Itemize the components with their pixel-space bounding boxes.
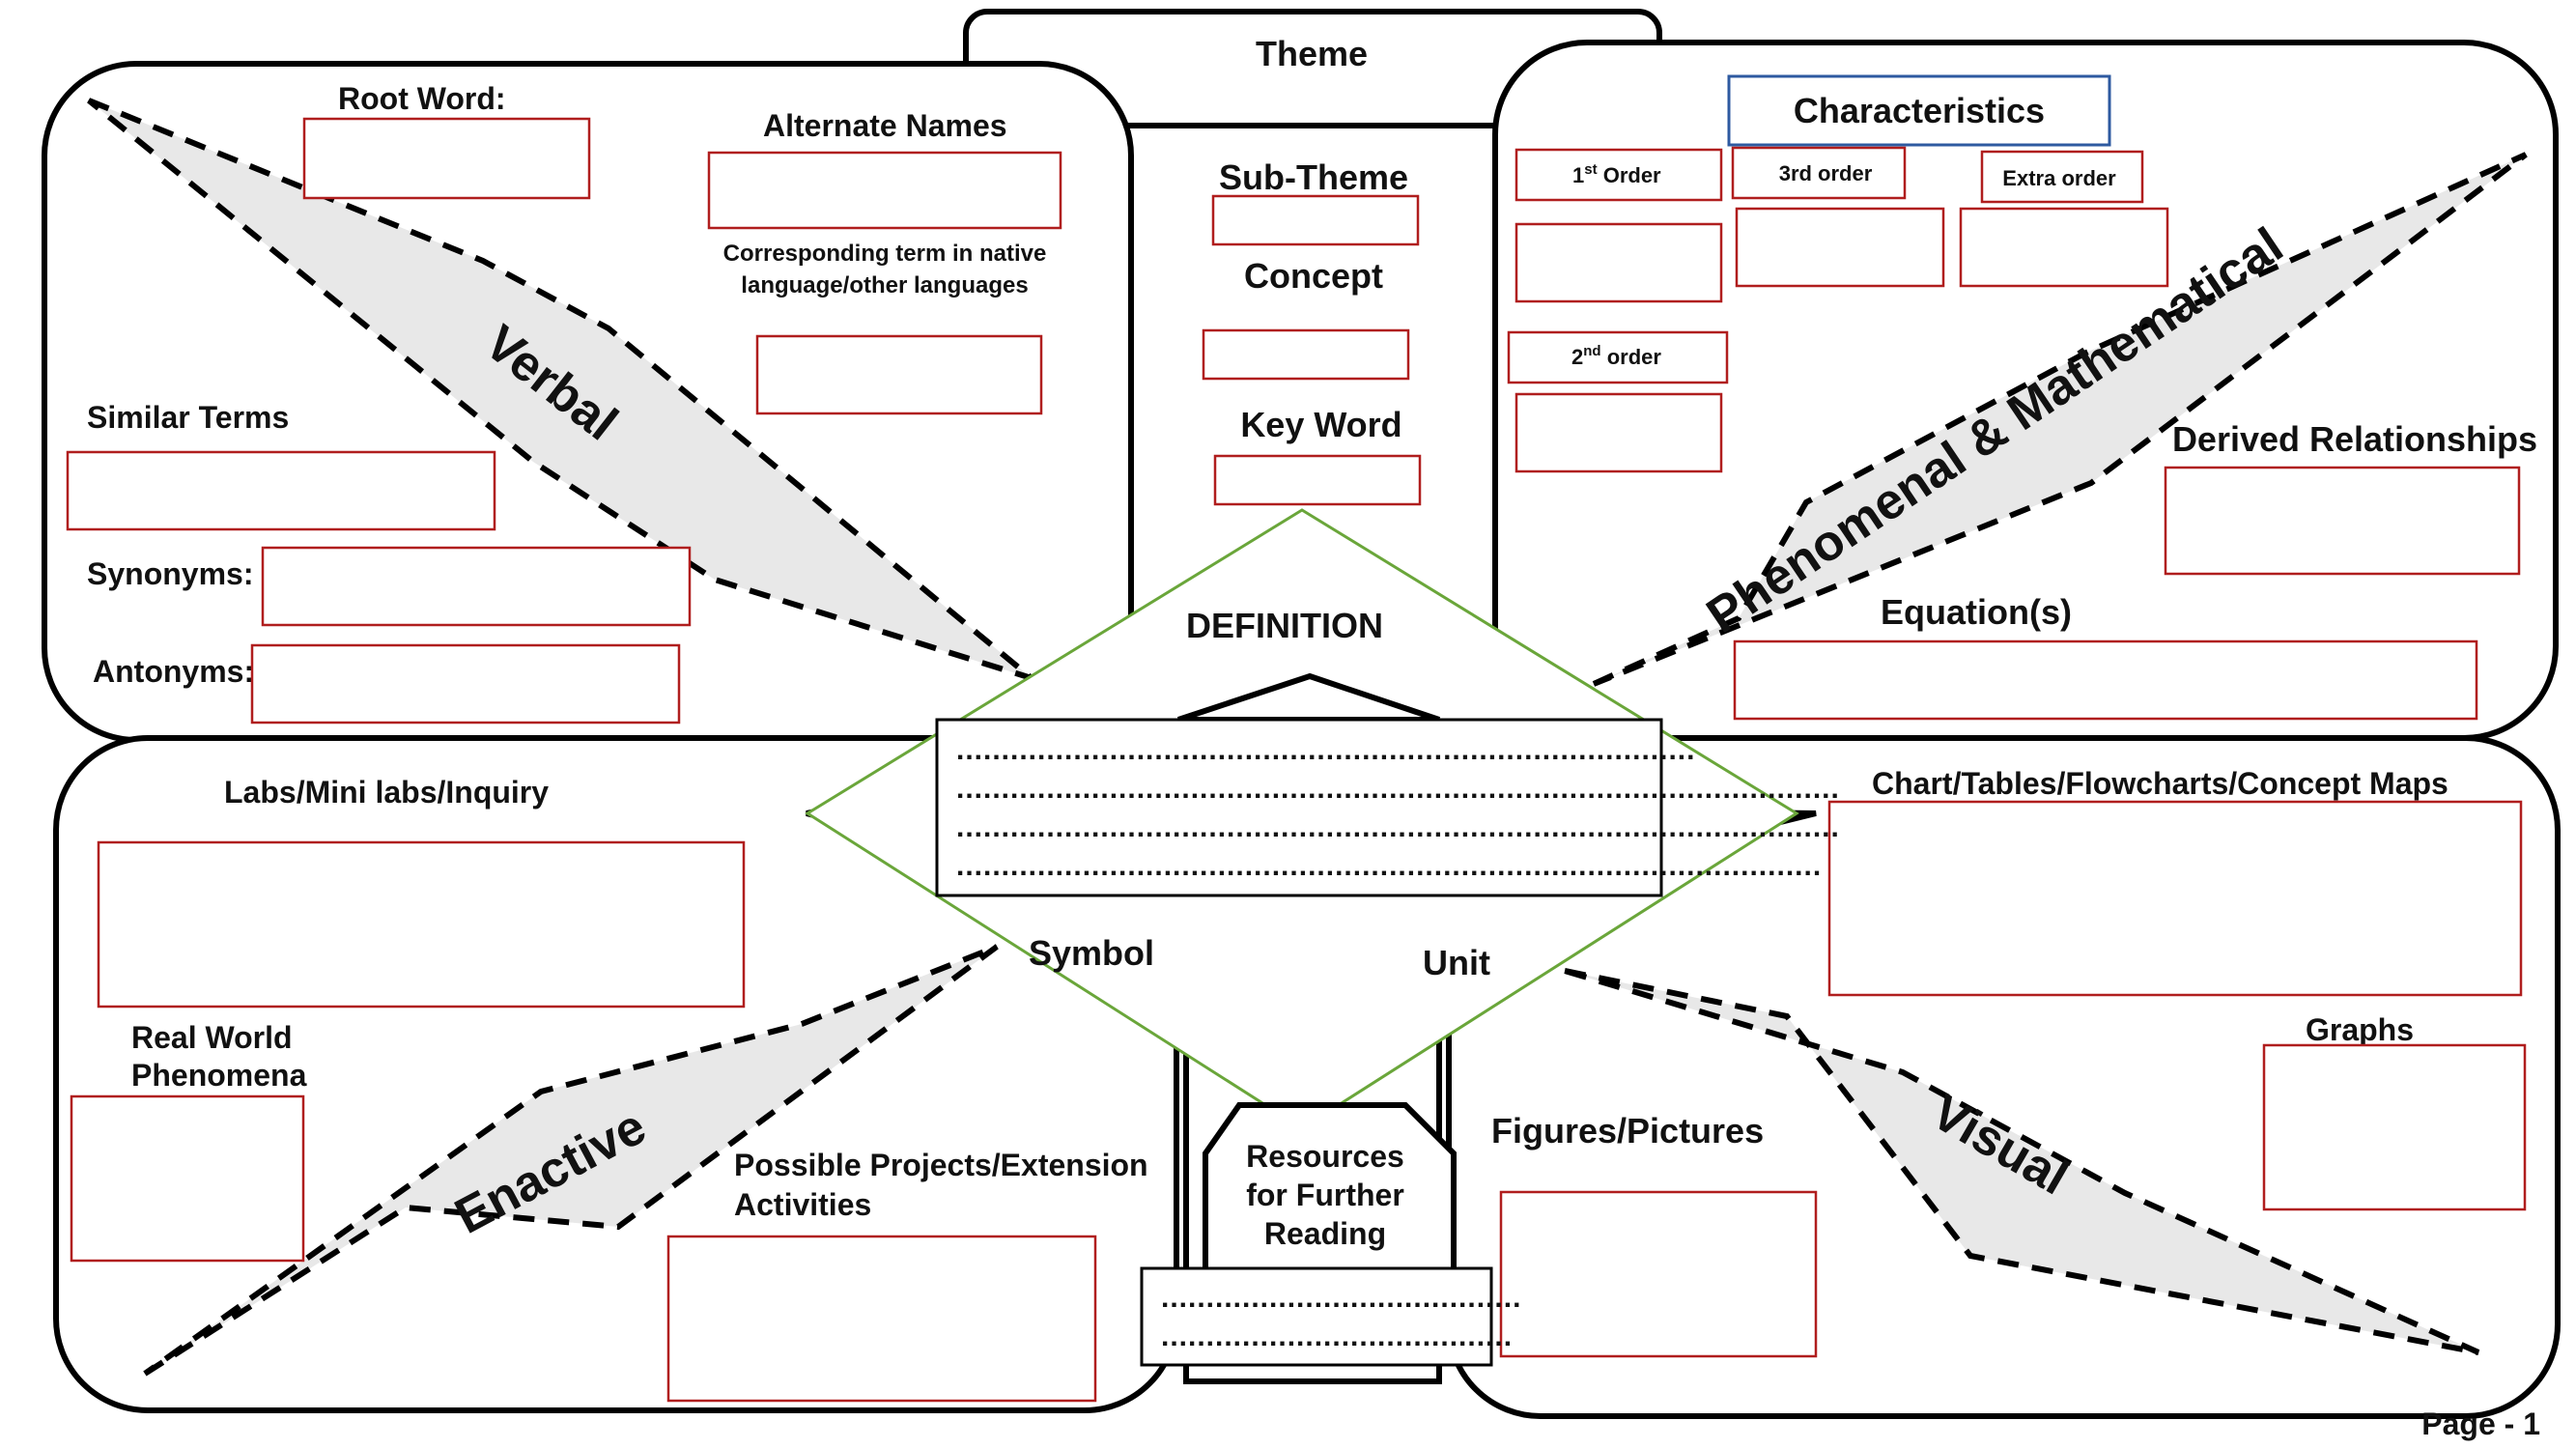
resources-label-1: Resources (1246, 1139, 1404, 1174)
third-order-field[interactable] (1735, 207, 1945, 288)
figures-field[interactable] (1499, 1190, 1818, 1358)
extra-order-tag (1980, 150, 2144, 204)
labs-label: Labs/Mini labs/Inquiry (224, 775, 549, 810)
alternate-names-field[interactable] (707, 151, 1062, 230)
synonyms-label: Synonyms: (87, 556, 253, 591)
first-order-label: 1st Order (1572, 161, 1661, 187)
root-word-field[interactable] (302, 117, 591, 200)
charts-field[interactable] (1827, 800, 2523, 997)
definition-label: DEFINITION (1186, 606, 1383, 645)
key-word-label: Key Word (1240, 405, 1401, 444)
extra-order-field[interactable] (1959, 207, 2169, 288)
projects-label-1: Possible Projects/Extension (734, 1148, 1148, 1182)
root-word-label: Root Word: (338, 81, 506, 116)
third-order-tag (1731, 146, 1907, 200)
enactive-wing (143, 944, 999, 1377)
resources-line-2: ....................................... (1161, 1321, 1513, 1352)
resources-line-1: ........................................ (1161, 1282, 1521, 1314)
native-term-field[interactable] (755, 334, 1043, 415)
real-world-label-1: Real World (131, 1020, 293, 1055)
symbol-label: Symbol (1029, 933, 1154, 973)
characteristics-box (1727, 74, 2111, 147)
sub-theme-field[interactable] (1211, 194, 1420, 246)
unit-label: Unit (1423, 943, 1490, 982)
antonyms-field[interactable] (250, 643, 681, 724)
math-wing (1592, 152, 2528, 687)
characteristics-label: Characteristics (1794, 91, 2045, 130)
definition-line-3: ........................................… (956, 811, 1840, 843)
labs-field[interactable] (97, 840, 746, 1009)
page-number: Page - 1 (2421, 1406, 2540, 1441)
alternate-names-label: Alternate Names (763, 108, 1007, 143)
graphs-field[interactable] (2262, 1043, 2527, 1211)
resources-label-2: for Further (1246, 1178, 1404, 1212)
resources-box[interactable] (1140, 1266, 1493, 1367)
synonyms-field[interactable] (261, 546, 692, 627)
second-order-tag (1507, 330, 1729, 384)
charts-label: Chart/Tables/Flowcharts/Concept Maps (1872, 766, 2449, 801)
equations-label: Equation(s) (1881, 592, 2072, 632)
extra-order-label: Extra order (2002, 166, 2116, 190)
second-order-label: 2nd order (1571, 343, 1661, 369)
concept-field[interactable] (1202, 328, 1410, 381)
key-word-field[interactable] (1213, 454, 1422, 506)
definition-box[interactable] (935, 718, 1663, 897)
resources-label-3: Reading (1264, 1216, 1386, 1251)
projects-field[interactable] (666, 1235, 1097, 1403)
derived-relationships-label: Derived Relationships (2172, 419, 2537, 459)
definition-line-2: ........................................… (956, 773, 1840, 805)
theme-label: Theme (1256, 34, 1368, 73)
first-order-field[interactable] (1514, 222, 1723, 303)
visual-wing (1564, 968, 2480, 1355)
projects-label-2: Activities (734, 1187, 871, 1222)
graphs-label: Graphs (2306, 1012, 2414, 1047)
first-order-tag (1514, 148, 1723, 202)
derived-relationships-field[interactable] (2164, 466, 2521, 576)
definition-line-1: ........................................… (956, 734, 1695, 766)
equations-field[interactable] (1733, 639, 2478, 721)
similar-terms-label: Similar Terms (87, 400, 289, 435)
figures-label: Figures/Pictures (1491, 1111, 1764, 1151)
similar-terms-field[interactable] (66, 450, 496, 531)
real-world-field[interactable] (70, 1094, 305, 1263)
second-order-field[interactable] (1514, 392, 1723, 473)
third-order-label: 3rd order (1779, 161, 1873, 185)
antonyms-label: Antonyms: (93, 654, 254, 689)
native-term-label-1: Corresponding term in native (723, 241, 1047, 267)
sub-theme-label: Sub-Theme (1219, 157, 1408, 197)
real-world-label-2: Phenomena (131, 1058, 307, 1093)
concept-label: Concept (1244, 256, 1383, 296)
definition-line-4: ........................................… (956, 850, 1822, 882)
native-term-label-2: language/other languages (741, 272, 1028, 298)
